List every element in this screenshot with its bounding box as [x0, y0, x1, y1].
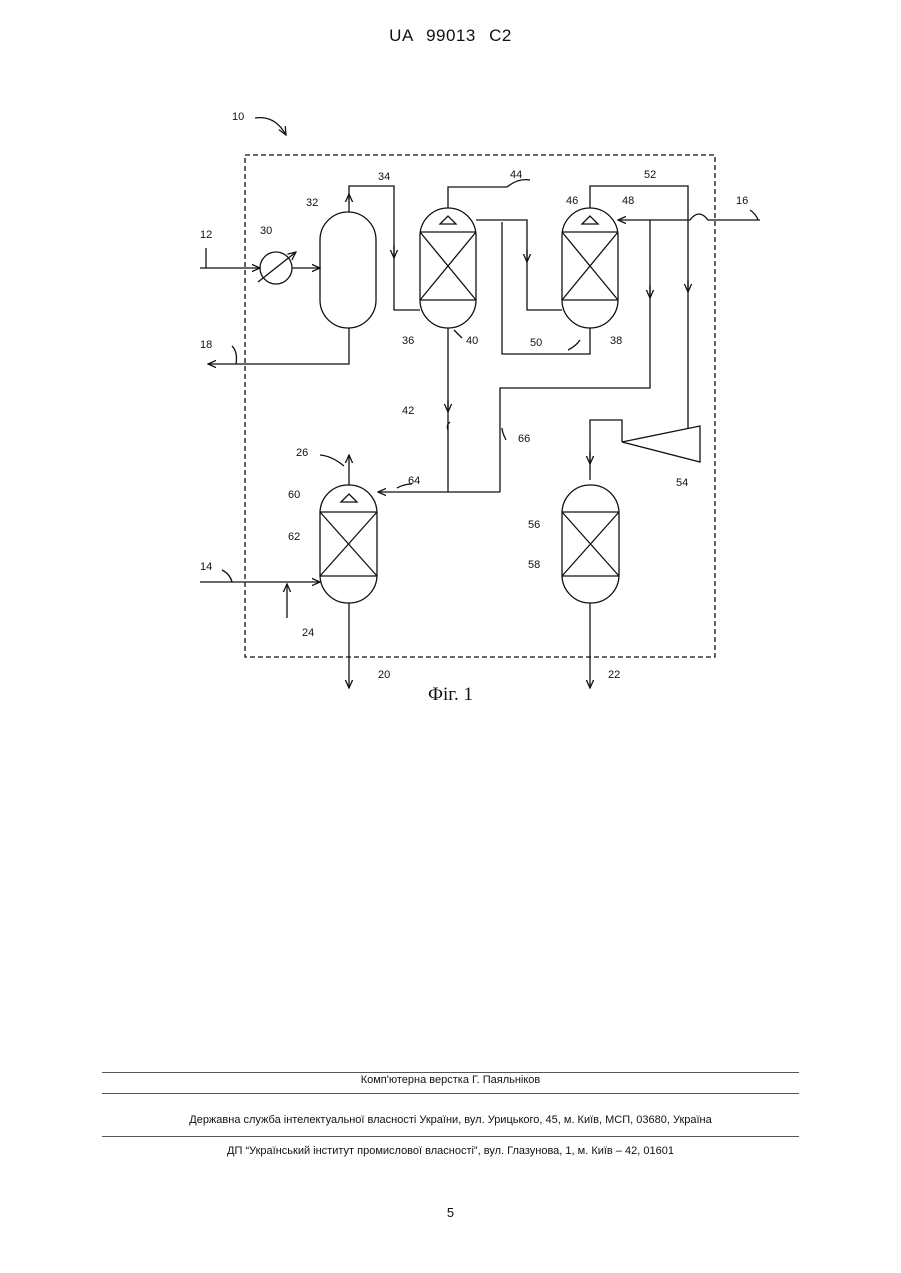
- label-18: 18: [200, 339, 212, 351]
- stream-50-line: [502, 222, 590, 354]
- label-48: 48: [622, 195, 634, 207]
- label-22: 22: [608, 669, 620, 681]
- stream-66-branch: [500, 220, 650, 492]
- label-50: 50: [530, 337, 542, 349]
- label-60: 60: [288, 489, 300, 501]
- label-24: 24: [302, 627, 314, 639]
- label-52: 52: [644, 169, 656, 181]
- label-42: 42: [402, 405, 414, 417]
- label-46: 46: [566, 195, 578, 207]
- label-12: 12: [200, 229, 212, 241]
- agency-address: Державна служба інтелектуальної власност…: [0, 1114, 901, 1126]
- reactor-vessel-38: [562, 208, 618, 328]
- stream-44-line: [448, 187, 507, 208]
- label-54: 54: [676, 477, 688, 489]
- reactor-vessel-36: [420, 208, 476, 328]
- label-36: 36: [402, 335, 414, 347]
- footer-rule-3: [102, 1136, 799, 1137]
- footer-rule-2: [102, 1093, 799, 1094]
- label-40: 40: [466, 335, 478, 347]
- label-34: 34: [378, 171, 390, 183]
- stream-52-line: [590, 186, 688, 420]
- feed-16-line: [618, 214, 760, 220]
- stream-18-line: [208, 328, 349, 364]
- label-64: 64: [408, 475, 420, 487]
- label-56: 56: [528, 519, 540, 531]
- label-20: 20: [378, 669, 390, 681]
- process-flow-diagram: 10 12 30 32 34 44 52 46 48 16 18 36 40 5…: [0, 0, 901, 760]
- label-44: 44: [510, 169, 522, 181]
- system-pointer-arrow: [255, 118, 286, 135]
- label-32: 32: [306, 197, 318, 209]
- layout-credit: Комп'ютерна верстка Г. Паяльніков: [0, 1074, 901, 1086]
- figure-caption: Фіг. 1: [0, 684, 901, 706]
- label-16: 16: [736, 195, 748, 207]
- label-66: 66: [518, 433, 530, 445]
- institute-address: ДП “Український інститут промислової вла…: [0, 1145, 901, 1157]
- footer-rule-top: [102, 1072, 799, 1073]
- label-38: 38: [610, 335, 622, 347]
- label-58: 58: [528, 559, 540, 571]
- label-26: 26: [296, 447, 308, 459]
- page-number: 5: [0, 1205, 901, 1220]
- label-10: 10: [232, 111, 244, 123]
- label-30: 30: [260, 225, 272, 237]
- label-14: 14: [200, 561, 212, 573]
- label-62: 62: [288, 531, 300, 543]
- compressor-54: [622, 426, 700, 462]
- stream-34-line: [349, 186, 420, 310]
- separator-vessel-32: [320, 212, 376, 328]
